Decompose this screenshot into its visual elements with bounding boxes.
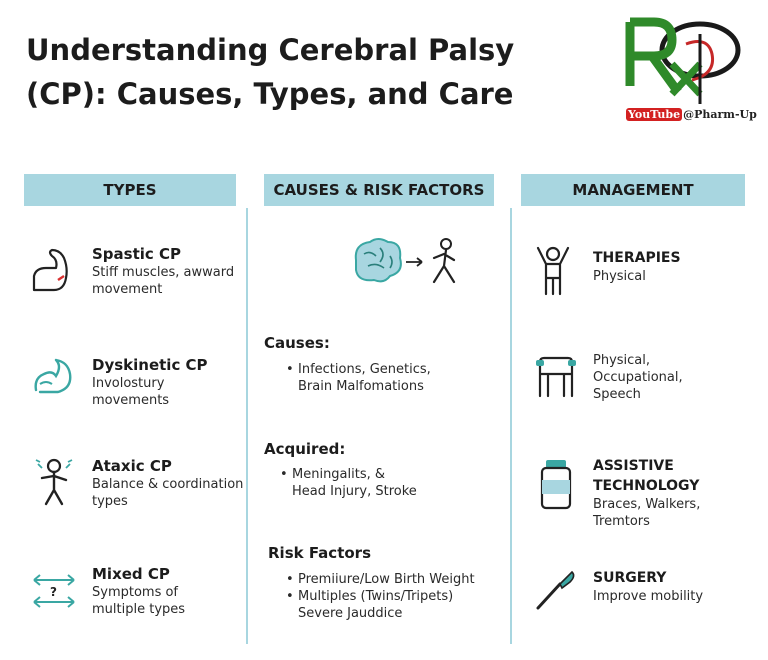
management-desc: Physical (593, 269, 646, 284)
type-desc: Symptoms of (92, 585, 179, 600)
type-item-ataxic: Ataxic CP Balance & coordination types (92, 456, 244, 510)
flexed-arm-icon (32, 248, 68, 292)
list-item: Multiples (Twins/Tripets) (286, 588, 508, 605)
type-item-dyskinetic: Dyskinetic CP Involostury movements (92, 355, 242, 409)
management-desc: Occupational, (593, 370, 683, 385)
type-desc: Balance & coordination (92, 477, 244, 492)
management-desc: Tremtors (593, 514, 650, 529)
walker-icon (536, 356, 576, 398)
management-item-therapies: THERAPIES Physical (593, 248, 763, 285)
risk-factors-section-title: Risk Factors (268, 544, 372, 562)
arrows-question-icon: ? (33, 574, 75, 608)
management-title: SURGERY (593, 570, 667, 586)
svg-text:?: ? (50, 585, 57, 599)
twisting-arm-icon (34, 358, 72, 394)
types-header: TYPES (24, 174, 236, 206)
list-item: Brain Malfomations (298, 379, 424, 394)
management-item-therapy-types: Physical, Occupational, Speech (593, 352, 763, 403)
management-item-assistive: ASSISTIVE TECHNOLOGY Braces, Walkers, Tr… (593, 456, 768, 530)
unsteady-person-icon (35, 458, 73, 506)
type-title: Dyskinetic CP (92, 356, 208, 374)
title-line-2: (CP): Causes, Types, and Care (26, 77, 514, 111)
management-item-surgery: SURGERY Improve mobility (593, 568, 763, 605)
title-line-1: Understanding Cerebral Palsy (26, 33, 515, 67)
management-header: MANAGEMENT (521, 174, 745, 206)
channel-handle: @Pharm-Up (683, 108, 757, 121)
person-arms-raised-icon (536, 246, 570, 296)
acquired-section-title: Acquired: (264, 440, 346, 458)
list-item: Severe Jauddice (298, 606, 403, 621)
type-title: Spastic CP (92, 245, 182, 263)
type-title: Mixed CP (92, 565, 170, 583)
type-desc: multiple types (92, 602, 186, 617)
youtube-handle: YouTube@Pharm-Up (626, 108, 757, 121)
type-desc: types (92, 494, 128, 509)
page-title: Understanding Cerebral Palsy (CP): Cause… (26, 28, 586, 116)
management-title: THERAPIES (593, 250, 681, 266)
causes-header: CAUSES & RISK FACTORS (264, 174, 494, 206)
list-item: Head Injury, Stroke (292, 484, 417, 499)
pharm-up-logo: YouTube@Pharm-Up (608, 14, 757, 130)
column-divider-2 (510, 208, 512, 644)
type-item-spastic: Spastic CP Stiff muscles, awward movemen… (92, 244, 242, 298)
rx-logo-icon (625, 17, 741, 104)
list-item: Meningalits, & (280, 466, 500, 483)
list-item: Infections, Genetics, (286, 361, 506, 378)
type-item-mixed: Mixed CP Symptoms of multiple types (92, 564, 242, 618)
causes-section-title: Causes: (264, 334, 330, 352)
brain-to-walking-person-icon (354, 238, 456, 284)
list-item: Premiiure/Low Birth Weight (286, 571, 508, 588)
management-desc: Speech (593, 387, 641, 402)
management-desc: Improve mobility (593, 589, 704, 604)
risk-factors-list: Premiiure/Low Birth Weight Multiples (Tw… (286, 571, 508, 622)
type-title: Ataxic CP (92, 457, 172, 475)
management-desc: Braces, Walkers, (593, 497, 701, 512)
scalpel-icon (536, 570, 575, 610)
management-title: ASSISTIVE TECHNOLOGY (593, 458, 700, 494)
medicine-bottle-icon (540, 460, 572, 510)
youtube-badge: YouTube (626, 108, 683, 121)
management-desc: Physical, (593, 353, 651, 368)
type-desc: Stiff muscles, awward (92, 265, 235, 280)
type-desc: movement (92, 282, 163, 297)
type-desc: Involostury movements (92, 376, 170, 408)
causes-list: Infections, Genetics, Brain Malfomations (286, 361, 506, 395)
acquired-list: Meningalits, & Head Injury, Stroke (280, 466, 500, 500)
column-divider-1 (246, 208, 248, 644)
